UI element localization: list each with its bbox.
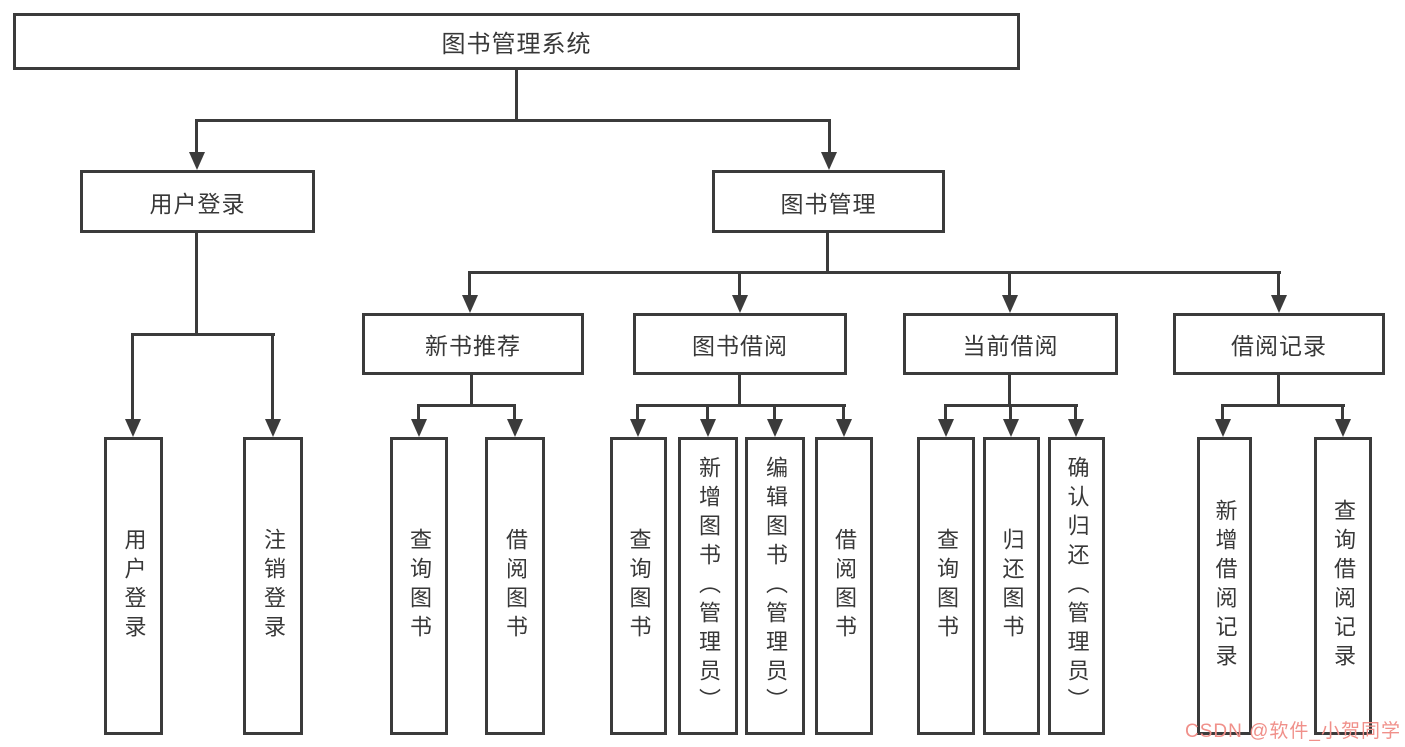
arrowhead (938, 419, 954, 437)
arrowhead (411, 419, 427, 437)
leaf-label: 借阅图书 (832, 528, 857, 644)
connector-line (1277, 271, 1280, 297)
connector-line (826, 233, 829, 273)
connector-line (636, 404, 639, 421)
leaf-label: 查询图书 (407, 528, 432, 644)
leaf-label: 归还图书 (999, 528, 1025, 644)
leaf-add-borrow-record: 新增借阅记录 (1197, 437, 1252, 735)
node-label: 当前借阅 (962, 333, 1059, 359)
leaf-user-login: 用户登录 (104, 437, 163, 735)
arrowhead (1003, 419, 1019, 437)
leaf-query-books-3: 查询图书 (917, 437, 975, 735)
arrowhead (1002, 295, 1018, 313)
leaf-label: 新增借阅记录 (1212, 499, 1238, 673)
arrowhead (189, 152, 205, 170)
connector-line (1221, 404, 1345, 407)
connector-line (1341, 404, 1344, 421)
connector-line (131, 333, 134, 420)
node-new-book-recommend: 新书推荐 (362, 313, 584, 375)
node-book-borrowing: 图书借阅 (633, 313, 847, 375)
connector-line (515, 69, 518, 121)
arrowhead (462, 295, 478, 313)
connector-line (842, 404, 845, 421)
arrowhead (732, 295, 748, 313)
arrowhead (1215, 419, 1231, 437)
node-label: 借阅记录 (1231, 333, 1327, 359)
leaf-return-books: 归还图书 (983, 437, 1040, 735)
leaf-label: 查询图书 (934, 528, 959, 644)
arrowhead (1271, 295, 1287, 313)
node-label: 用户登录 (149, 190, 246, 217)
node-root-label: 图书管理系统 (441, 31, 592, 58)
connector-line (1221, 404, 1224, 421)
connector-line (195, 233, 198, 335)
leaf-label: 查询图书 (626, 528, 652, 644)
leaf-query-books-2: 查询图书 (610, 437, 667, 735)
connector-line (468, 271, 471, 297)
node-label: 新书推荐 (425, 333, 521, 359)
node-label: 图书管理 (780, 190, 877, 217)
arrowhead (836, 419, 852, 437)
leaf-label: 借阅图书 (503, 528, 528, 644)
leaf-confirm-return-admin: 确认归还（管理员） (1048, 437, 1105, 735)
leaf-label: 编辑图书（管理员） (763, 455, 788, 717)
connector-line (706, 404, 709, 421)
arrowhead (1335, 419, 1351, 437)
arrowhead (507, 419, 523, 437)
connector-line (828, 119, 831, 155)
arrowhead (821, 152, 837, 170)
arrowhead (700, 419, 716, 437)
connector-line (131, 333, 275, 336)
node-user-login: 用户登录 (80, 170, 315, 233)
connector-line (1008, 375, 1011, 406)
connector-line (417, 404, 516, 407)
leaf-borrow-books-1: 借阅图书 (485, 437, 545, 735)
leaf-query-books-1: 查询图书 (390, 437, 448, 735)
arrowhead (1068, 419, 1084, 437)
arrowhead (125, 419, 141, 437)
node-book-management: 图书管理 (712, 170, 945, 233)
leaf-borrow-books-2: 借阅图书 (815, 437, 873, 735)
leaf-label: 用户登录 (121, 528, 147, 644)
leaf-label: 确认归还（管理员） (1064, 455, 1090, 717)
arrowhead (630, 419, 646, 437)
leaf-logout: 注销登录 (243, 437, 303, 735)
connector-line (271, 333, 274, 420)
node-current-borrowing: 当前借阅 (903, 313, 1118, 375)
connector-line (636, 404, 846, 407)
leaf-label: 注销登录 (261, 528, 286, 644)
connector-line (738, 375, 741, 406)
connector-line (417, 404, 420, 421)
connector-line (1074, 404, 1077, 421)
node-borrowing-records: 借阅记录 (1173, 313, 1385, 375)
connector-line (195, 119, 831, 122)
connector-line (513, 404, 516, 421)
connector-line (944, 404, 947, 421)
connector-line (470, 375, 473, 406)
connector-line (1008, 271, 1011, 297)
leaf-edit-books-admin: 编辑图书（管理员） (745, 437, 805, 735)
node-label: 图书借阅 (692, 333, 788, 359)
arrowhead (767, 419, 783, 437)
connector-line (195, 119, 198, 155)
connector-line (773, 404, 776, 421)
leaf-add-books-admin: 新增图书（管理员） (678, 437, 738, 735)
csdn-watermark: CSDN @软件_小贺同学 (1185, 721, 1401, 742)
leaf-label: 查询借阅记录 (1331, 499, 1356, 673)
arrowhead (265, 419, 281, 437)
connector-line (468, 271, 1281, 274)
connector-line (1277, 375, 1280, 406)
leaf-label: 新增图书（管理员） (696, 455, 721, 717)
leaf-query-borrow-record: 查询借阅记录 (1314, 437, 1372, 735)
node-root: 图书管理系统 (13, 13, 1020, 70)
connector-line (1009, 404, 1012, 421)
connector-line (738, 271, 741, 297)
